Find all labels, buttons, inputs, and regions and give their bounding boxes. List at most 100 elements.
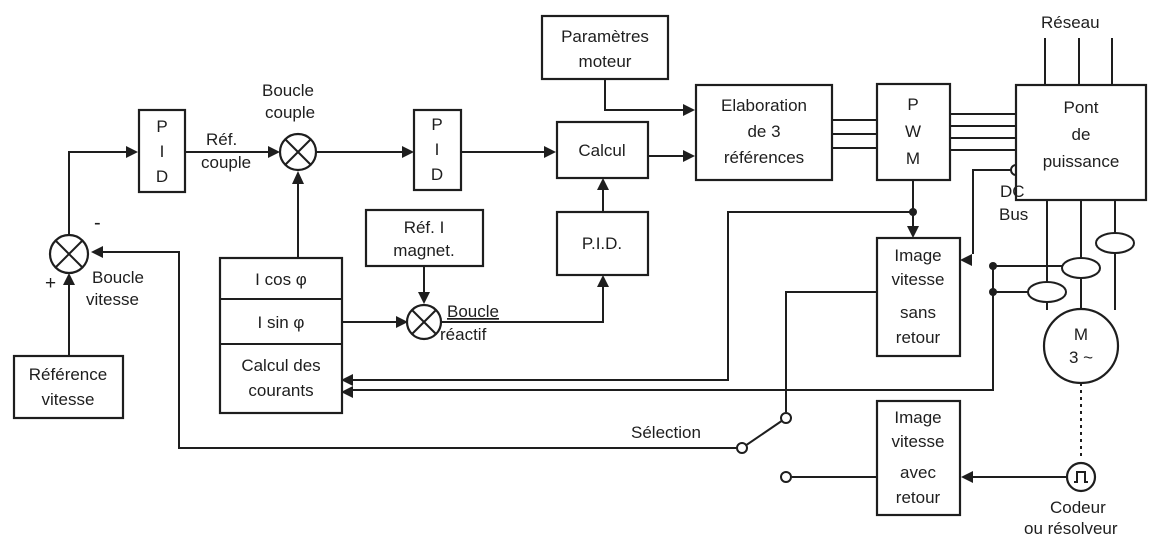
pwm-block: P W M [875,82,952,182]
pid-dots-label: P.I.D. [582,234,622,253]
codeur-label-2: ou résolveur [1024,519,1118,538]
calcul-label: Calcul [578,141,625,160]
boucle-couple-label-1: Boucle [262,81,314,100]
image-avec-label-1: Image [894,408,941,427]
pont-label-2: de [1072,125,1091,144]
arrow-image-sans-retour-in-top [907,226,919,238]
current-sensor-3 [1027,281,1067,303]
line-elaboration-to-pwm [832,119,877,149]
pwm-label-p: P [907,95,918,114]
line-reactive-sum-to-piddots [442,287,604,323]
reference-vitesse-label-1: Référence [29,365,107,384]
calcul-courants-block: I cos φ I sin φ Calcul des courants [218,256,344,415]
elaboration-label-3: références [724,148,804,167]
reactive-summing-junction [405,303,443,341]
image-avec-label-3: avec [900,463,936,482]
line-switch-to-speed-sum [103,251,742,449]
switch-contact-top [780,412,792,424]
arrow-image-avec-retour-in [961,471,973,483]
boucle-vitesse-label-2: vitesse [86,290,139,309]
line-speed-sum-to-pid1 [68,151,126,234]
motor-symbol: M 3 ~ [1042,307,1120,385]
image-sans-label-3: sans [900,303,936,322]
boucle-reactif-label-2: réactif [440,325,487,344]
reference-vitesse-label-2: vitesse [42,390,95,409]
line-pwm-to-pont [950,113,1016,151]
ref-i-magnet-label-1: Réf. I [404,218,445,237]
pid2-block: P I D [412,108,463,192]
line-params-to-elaboration [604,79,683,111]
pid1-label-d: D [156,167,168,186]
pid-dots-block: P.I.D. [555,210,650,277]
ref-couple-label-2: couple [201,153,251,172]
image-sans-label-4: retour [896,328,941,347]
parametres-moteur-block: Paramètres moteur [540,14,670,81]
arrow-calcul-courants-in-2 [341,386,353,398]
parametres-label-1: Paramètres [561,27,649,46]
reseau-label: Réseau [1041,13,1100,32]
elaboration-label-2: de 3 [747,122,780,141]
line-pwm-feedback [353,180,914,381]
arrow-piddots-in [597,275,609,287]
connection-lines [63,38,1116,483]
pwm-label-m: M [906,149,920,168]
image-avec-label-2: vitesse [892,432,945,451]
arrow-speed-sum-in-bottom [63,273,75,285]
line-image-to-switch [785,291,877,412]
arrow-calcul-courants-in-1 [341,374,353,386]
arrow-torque-sum-feedback [292,171,304,184]
speed-summing-junction [48,233,90,275]
ref-i-magnet-label-2: magnet. [393,241,454,260]
pwm-label-w: W [905,122,921,141]
junction-current-1 [989,262,997,270]
dc-bus-label-2: Bus [999,205,1028,224]
elaboration-block: Elaboration de 3 références [694,83,834,182]
calcul-courants-label-1: Calcul des [241,356,320,375]
dc-bus-label-1: DC [1000,182,1025,201]
arrow-calcul-in-bottom [597,178,609,190]
current-sensors [1027,232,1135,303]
image-avec-label-4: retour [896,488,941,507]
switch-pivot [736,442,748,454]
arrow-reactive-sum-in-left [396,316,408,328]
selection-label: Sélection [631,423,701,442]
junction-current-2 [989,288,997,296]
boucle-couple-label-2: couple [265,103,315,122]
pid2-label-d: D [431,165,443,184]
motor-label-3: 3 ~ [1069,348,1093,367]
pid1-label-i: I [160,142,165,161]
line-current-tap-3 [353,292,994,391]
line-dcbus-to-image [972,169,1016,254]
free-labels: Réseau Réf. couple Boucle couple DC Bus … [45,13,1118,538]
parametres-label-2: moteur [579,52,632,71]
pont-label-1: Pont [1064,98,1099,117]
pont-label-3: puissance [1043,152,1120,171]
codeur-label-1: Codeur [1050,498,1106,517]
boucle-reactif-label-1: Boucle [447,302,499,321]
current-sensor-2 [1061,257,1101,279]
calcul-courants-label-2: courants [248,381,313,400]
pont-puissance-block: Pont de puissance [1014,83,1148,202]
pid2-label-i: I [435,140,440,159]
switch-blade [741,417,787,449]
arrow-image-sans-retour-in-right [960,254,972,266]
arrow-elaboration-in-mid [683,150,695,162]
codeur-icon [1065,461,1097,493]
image-sans-label-2: vitesse [892,270,945,289]
image-sans-retour-block: Image vitesse sans retour [875,236,962,358]
i-sin-label: I sin φ [258,313,305,332]
arrow-speed-sum-feedback [91,246,103,258]
arrow-pid1-in [126,146,138,158]
arrow-elaboration-in-top [683,104,695,116]
current-sensor-1 [1095,232,1135,254]
switch-contact-bottom [780,471,792,483]
calcul-block: Calcul [555,120,650,180]
arrow-calcul-in [544,146,556,158]
image-sans-label-1: Image [894,246,941,265]
line-reseau [1044,38,1113,85]
ref-i-magnet-block: Réf. I magnet. [364,208,485,268]
arrow-pid2-in [402,146,414,158]
torque-summing-junction [278,132,318,172]
elaboration-label-1: Elaboration [721,96,807,115]
